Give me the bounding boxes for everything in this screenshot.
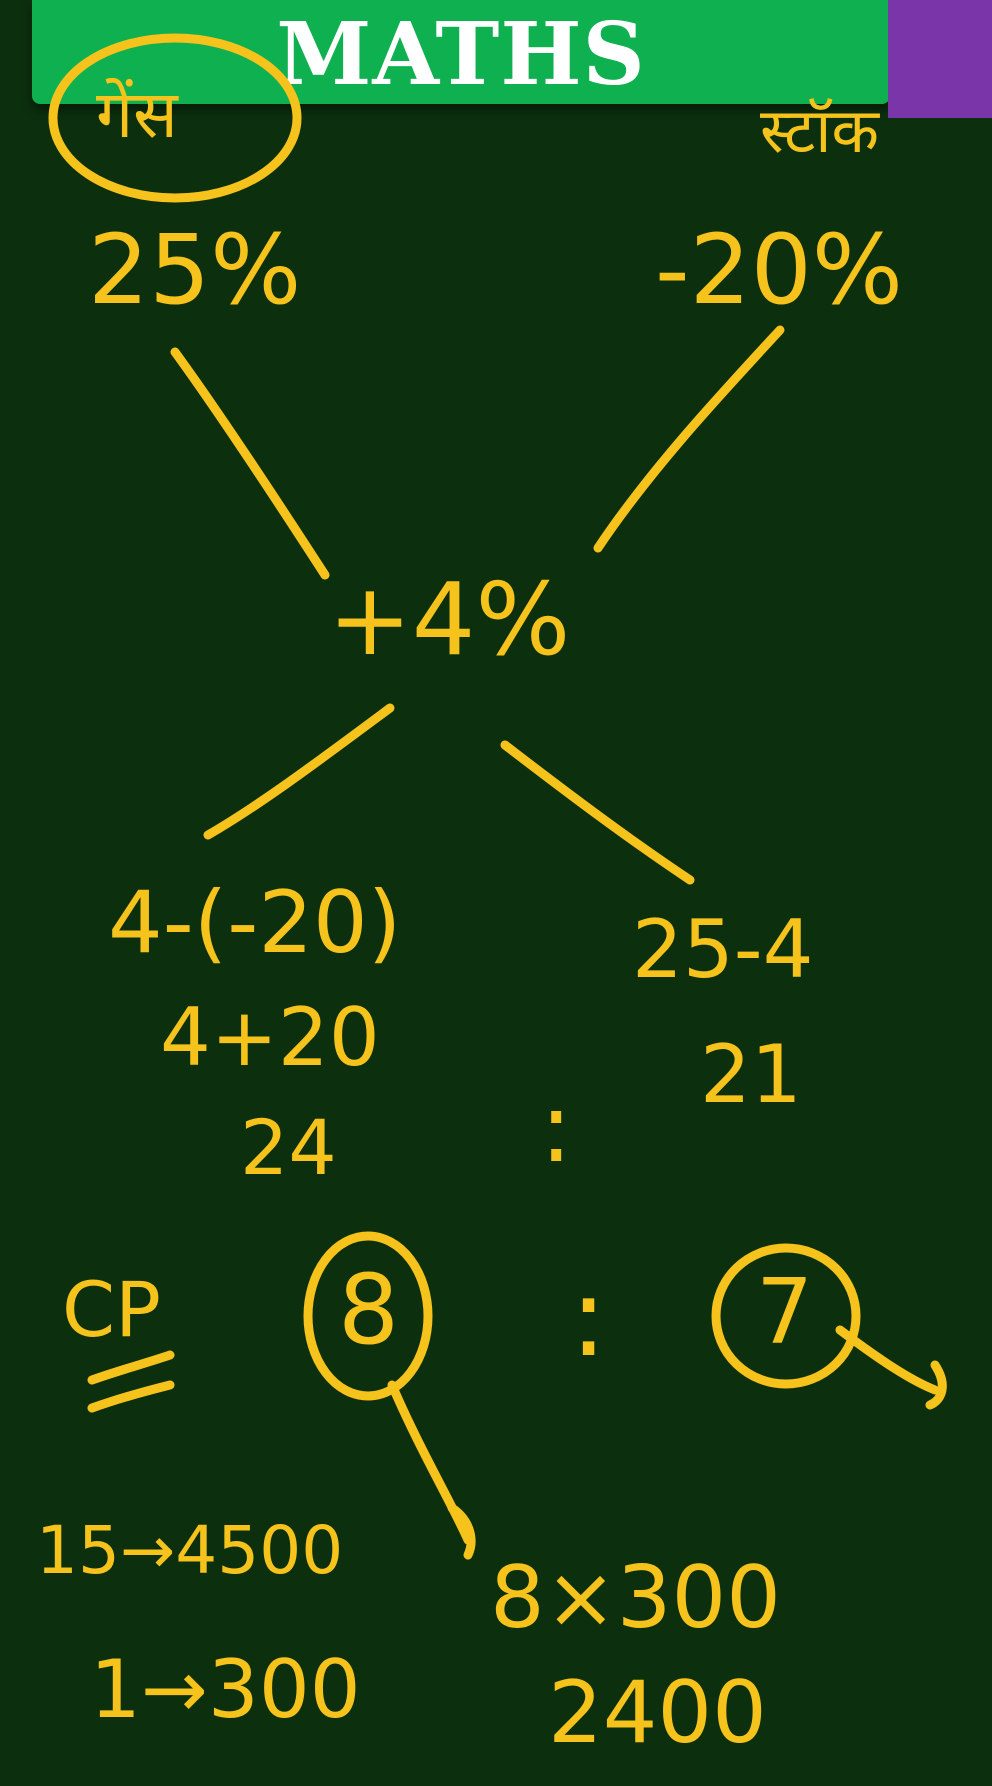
center-percent: +4% — [328, 561, 571, 678]
arrow-from-ratio-left — [387, 1380, 473, 1545]
arrow-head-left — [447, 1503, 476, 1560]
cp-label: CP — [62, 1265, 161, 1354]
corner-tab — [888, 0, 992, 118]
right-percent: -20% — [655, 214, 904, 326]
colon-1: : — [540, 1072, 573, 1184]
calc-3: 8×300 — [490, 1548, 781, 1648]
left-expr-1: 4-(-20) — [108, 873, 402, 973]
calc-1: 15→4500 — [36, 1512, 344, 1589]
arrow-from-ratio-right — [835, 1325, 940, 1395]
line-top-right — [593, 325, 785, 553]
right-expr-2: 21 — [700, 1028, 802, 1121]
banner-title: MATHS — [276, 4, 646, 105]
circle-ratio-left — [303, 1231, 433, 1401]
right-expr-1: 25-4 — [632, 903, 814, 996]
left-expr-2: 4+20 — [160, 991, 380, 1084]
subject-banner: MATHS — [32, 0, 890, 105]
circle-ratio-right — [711, 1243, 861, 1389]
cp-underline-1 — [87, 1350, 175, 1385]
ratio-right: 7 — [756, 1260, 814, 1365]
calc-2: 1→300 — [90, 1643, 361, 1736]
arrow-head-right — [925, 1360, 947, 1410]
right-label: स्टॉक — [760, 94, 880, 167]
left-percent: 25% — [88, 214, 302, 326]
left-expr-3: 24 — [240, 1103, 337, 1192]
calc-4: 2400 — [548, 1663, 767, 1763]
colon-2: : — [570, 1253, 608, 1381]
ratio-left: 8 — [338, 1254, 400, 1366]
line-bottom-right — [500, 740, 695, 885]
line-bottom-left — [203, 703, 395, 840]
cp-underline-2 — [87, 1380, 175, 1413]
left-label: गेंस — [96, 76, 178, 153]
circle-left-label — [48, 33, 302, 203]
line-top-left — [170, 347, 330, 580]
